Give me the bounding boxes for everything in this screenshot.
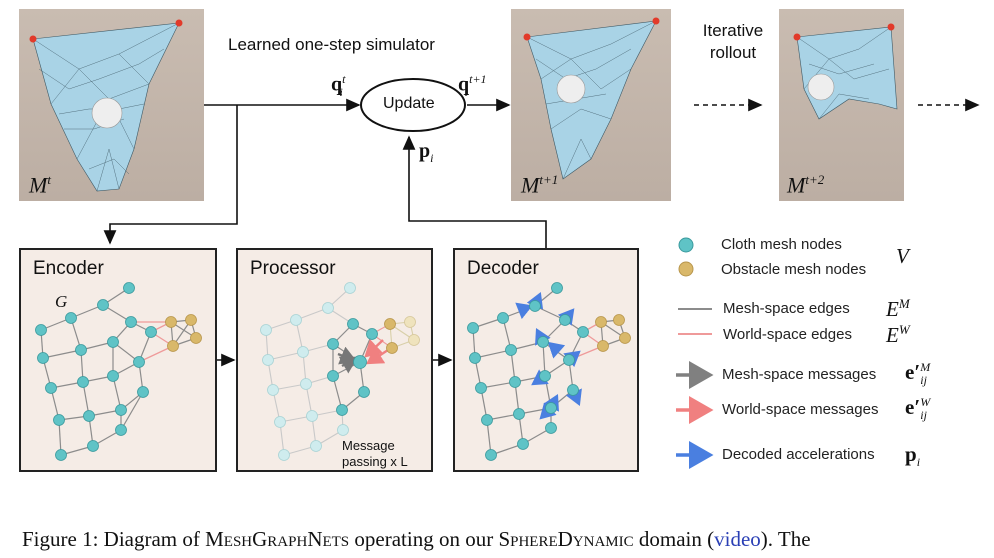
mesh-image-t: Mt (19, 9, 204, 201)
legend-world-edges-symbol: EW (886, 322, 910, 347)
iterative-label-line1: Iterative (702, 21, 764, 40)
mesh-label-t1: Mt+1 (521, 172, 559, 198)
mesh-image-t2: Mt+2 (779, 9, 904, 201)
encoder-graph (35, 282, 202, 461)
caption-method-name: MeshGraphNets (205, 527, 350, 551)
caption-prefix: Figure 1: Diagram of (22, 527, 206, 551)
legend-mesh-messages-symbol: e′Mij (905, 360, 931, 388)
processor-graph (260, 282, 420, 461)
figure-caption: Figure 1: Diagram of MeshGraphNets opera… (22, 527, 811, 552)
legend-cloth-nodes: Cloth mesh nodes (721, 236, 842, 253)
legend-mesh-edges: Mesh-space edges (723, 300, 850, 317)
legend-decoded: Decoded accelerations (722, 446, 875, 463)
caption-video-link[interactable]: video (714, 527, 761, 551)
caption-after: domain ( (633, 527, 715, 551)
mesh-label-t: Mt (29, 172, 51, 198)
iterative-label: Iterative rollout (697, 20, 769, 64)
simulator-label: Learned one-step simulator (228, 35, 435, 54)
processor-title: Processor (250, 258, 336, 279)
mesh-label-t2: Mt+2 (787, 172, 825, 198)
decoder-title: Decoder (467, 258, 539, 279)
obstacle-node-swatch (678, 261, 694, 277)
caption-domain-name: SphereDynamic (498, 527, 634, 551)
message-passing-line1: Message (342, 438, 395, 453)
caption-suffix: ). The (760, 527, 811, 551)
message-passing-line2: passing x L (342, 454, 408, 469)
cloth-node-swatch (678, 237, 694, 253)
decoder-panel: Decoder (453, 248, 639, 472)
legend-nodes-symbol: V (896, 244, 909, 268)
legend-obstacle-nodes: Obstacle mesh nodes (721, 261, 867, 278)
legend-mesh-edges-symbol: EM (886, 296, 910, 321)
processor-panel: Processor (236, 248, 433, 472)
q-in-symbol: qti (331, 72, 346, 99)
legend-mesh-messages: Mesh-space messages (722, 366, 877, 383)
legend-world-messages-symbol: e′Wij (905, 395, 931, 423)
p-symbol: pi (419, 140, 434, 165)
message-passing-note: Message passing x L (342, 438, 408, 470)
mesh-image-t1: Mt+1 (511, 9, 671, 201)
encoder-panel: Encoder G (19, 248, 217, 472)
decoder-graph (467, 282, 631, 461)
update-node-label: Update (383, 95, 435, 112)
iterative-label-line2: rollout (709, 43, 757, 62)
legend-decoded-symbol: pi (905, 442, 921, 470)
graph-label: G (55, 292, 68, 311)
legend-world-edges: World-space edges (723, 326, 852, 343)
caption-middle: operating on our (349, 527, 499, 551)
q-out-symbol: qt+1i (458, 72, 487, 99)
encoder-title: Encoder (33, 258, 104, 279)
legend-world-messages: World-space messages (722, 401, 879, 418)
